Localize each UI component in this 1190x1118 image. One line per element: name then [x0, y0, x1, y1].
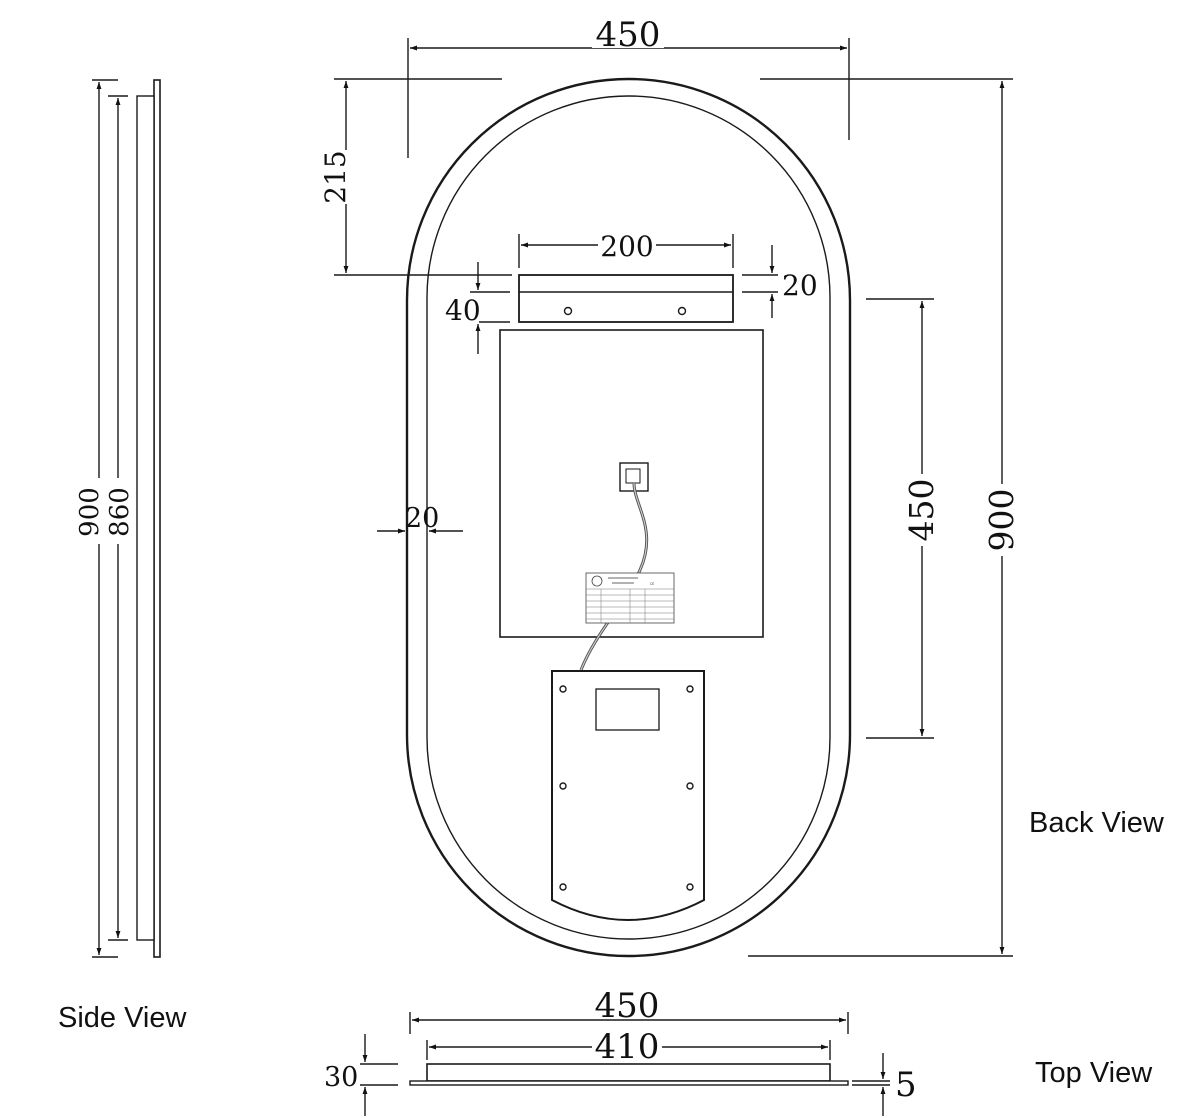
- hanging-bracket: [518, 274, 734, 323]
- top-dim-450-label: 450: [595, 986, 660, 1026]
- spec-label-sticker: CE: [585, 572, 675, 624]
- side-dim-900-label: 900: [75, 487, 105, 537]
- bracket-screw-hole-right: [677, 306, 687, 316]
- mirror-frame-inner: [426, 95, 831, 940]
- top-profile-glass: [409, 1080, 849, 1086]
- bracket-screw-hole-left: [563, 306, 573, 316]
- top-dim-410-label: 410: [595, 1027, 660, 1067]
- ce-mark-icon: CE: [650, 582, 654, 586]
- side-dim-860-label: 860: [105, 487, 135, 537]
- back-dim-20-bracket-label: 20: [782, 269, 818, 302]
- back-dim-40-label: 40: [445, 294, 481, 327]
- driver-screw-hole: [559, 685, 567, 693]
- back-dim-450-width-label: 450: [596, 15, 661, 55]
- back-dim-215-label: 215: [319, 150, 352, 203]
- driver-screw-hole: [686, 685, 694, 693]
- back-dim-900-height-label: 900: [982, 489, 1021, 552]
- driver-label-window: [595, 688, 660, 731]
- driver-box: [551, 670, 705, 921]
- driver-screw-hole: [686, 883, 694, 891]
- top-view: 450 410 30 5 Top View: [322, 986, 1153, 1116]
- driver-screw-hole: [686, 782, 694, 790]
- touch-switch-inner: [625, 468, 641, 484]
- side-profile-inner: [136, 95, 155, 941]
- top-view-label: Top View: [1035, 1057, 1153, 1089]
- side-view: 900 860 Side View: [58, 79, 187, 1034]
- driver-screw-hole: [559, 782, 567, 790]
- top-dim-30-label: 30: [324, 1062, 358, 1093]
- top-dim-5-label: 5: [895, 1065, 917, 1105]
- side-profile-outer: [153, 79, 161, 958]
- back-view: 450 215 200 20 40: [316, 14, 1165, 958]
- side-view-label: Side View: [58, 1002, 187, 1034]
- certification-mark-icon: [591, 575, 603, 587]
- driver-screw-hole: [559, 883, 567, 891]
- back-view-label: Back View: [1029, 807, 1165, 839]
- back-dim-20-frame-label: 20: [405, 503, 439, 534]
- back-dim-450-height-label: 450: [902, 479, 941, 542]
- mirror-frame-outer: [405, 77, 852, 958]
- back-dim-200-label: 200: [600, 230, 653, 263]
